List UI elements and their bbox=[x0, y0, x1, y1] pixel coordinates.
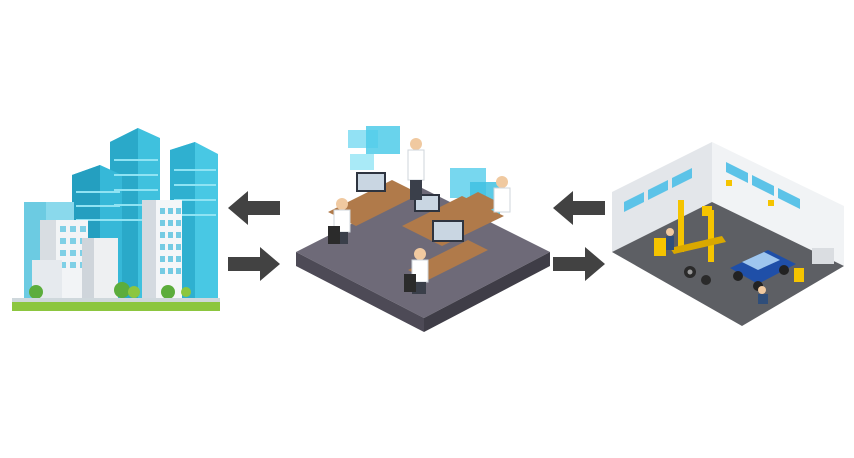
car-service-garage-icon bbox=[608, 140, 848, 335]
arrow-right-icon bbox=[553, 247, 605, 281]
arrow-right-icon bbox=[228, 247, 280, 281]
city-buildings-icon bbox=[10, 120, 225, 315]
city-buildings-illustration bbox=[10, 120, 225, 315]
arrow-left-icon bbox=[228, 191, 280, 225]
engineering-office-illustration bbox=[292, 120, 554, 335]
car-service-garage-illustration bbox=[608, 140, 848, 335]
arrow-left-icon bbox=[553, 191, 605, 225]
engineering-office-icon bbox=[292, 120, 554, 335]
